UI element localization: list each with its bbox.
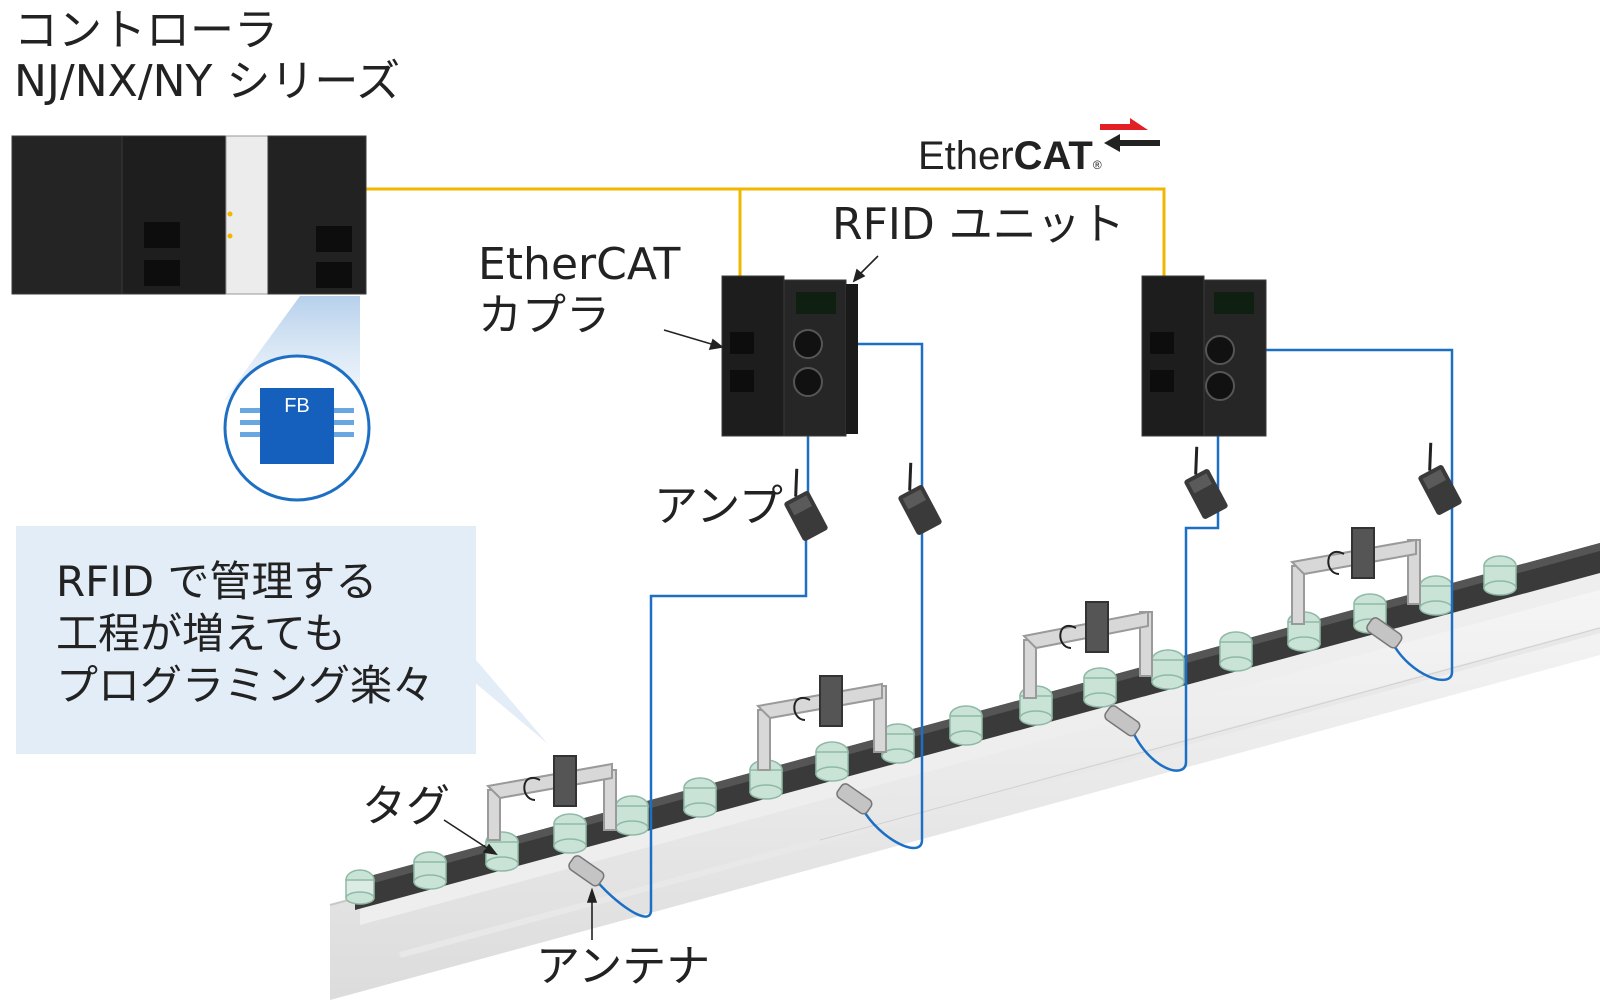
antenna-3 <box>1104 705 1141 737</box>
rfid-station-2 <box>1141 275 1267 437</box>
amplifiers <box>784 442 1462 541</box>
amplifier-4 <box>1418 442 1462 515</box>
puck <box>413 851 447 890</box>
rfid-station-1 <box>721 275 858 437</box>
tag-pucks <box>345 555 1517 905</box>
puck <box>1151 649 1185 690</box>
fb-label: FB <box>284 395 310 417</box>
tag-label: タグ <box>362 781 450 832</box>
coupler-label-line2: カプラ <box>478 289 610 341</box>
ethercat-logo: EtherCAT® <box>918 134 1102 179</box>
fb-chip-pins <box>240 408 354 437</box>
gantry-station-2 <box>755 675 887 771</box>
amp-label: アンプ <box>654 481 783 532</box>
gantry-station-3 <box>1021 601 1153 699</box>
amplifier-3 <box>1184 446 1228 519</box>
callout-text: RFID で管理する 工程が増えても プログラミング楽々 <box>56 557 435 711</box>
ethercat-logo-bold: CAT <box>1013 134 1093 178</box>
antenna-label: アンテナ <box>536 941 711 992</box>
coupler-label-line1: EtherCAT <box>478 239 681 290</box>
callout-box <box>16 526 476 754</box>
ethercat-coupler-label: EtherCAT カプラ <box>478 239 681 341</box>
fb-chip <box>260 388 334 464</box>
puck <box>1083 667 1117 708</box>
puck <box>815 741 849 782</box>
antennas <box>568 617 1403 887</box>
controller-title-line1: コントローラ <box>14 5 278 56</box>
ethercat-logo-arrows <box>1100 118 1160 152</box>
amplifier-1 <box>784 468 828 541</box>
puck <box>881 723 915 764</box>
puck <box>345 869 375 905</box>
controller-unit <box>11 135 367 295</box>
gantry-station-4 <box>1289 527 1421 625</box>
rfid-unit-label: RFID ユニット <box>832 199 1125 250</box>
controller-title: コントローラ NJ/NX/NY シリーズ <box>14 5 401 107</box>
controller-title-line2: NJ/NX/NY シリーズ <box>14 55 401 107</box>
gantry-station-1 <box>485 755 617 841</box>
ethercat-cable <box>364 187 1166 282</box>
ethercat-logo-mark: ® <box>1092 158 1102 172</box>
antenna-4 <box>1366 617 1403 649</box>
amplifier-2 <box>898 462 942 535</box>
puck <box>553 813 587 854</box>
gantry-stations <box>485 527 1421 841</box>
puck <box>615 795 649 836</box>
tag-puck <box>485 831 519 872</box>
puck <box>683 777 717 818</box>
ethercat-logo-regular: Ether <box>918 134 1014 178</box>
fb-zoom <box>223 296 371 502</box>
antenna-1 <box>568 855 605 887</box>
leader-lines <box>443 255 879 940</box>
puck <box>1483 555 1517 596</box>
antenna-2 <box>836 783 873 815</box>
puck <box>1419 575 1453 616</box>
puck <box>949 705 983 746</box>
puck <box>1219 631 1253 672</box>
